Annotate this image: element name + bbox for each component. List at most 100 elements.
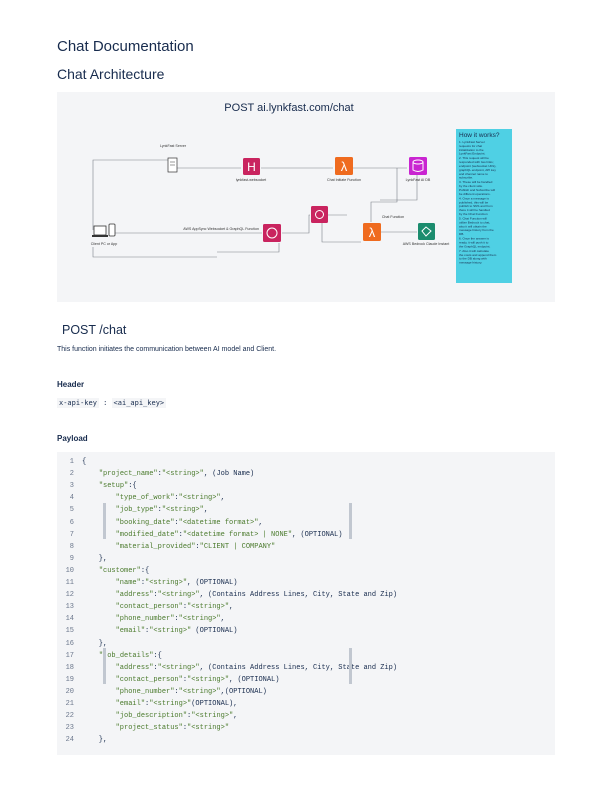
- how-step-line: responded with two links;: [459, 160, 494, 164]
- how-step-line: endpoint (websocket URL),: [459, 164, 496, 168]
- how-step-line: publish to SNS and from: [459, 204, 493, 208]
- how-step-line: requests for chat: [459, 144, 482, 148]
- code-line: 2 "project_name":"<string>", (Job Name): [57, 468, 555, 480]
- line-number: 18: [65, 663, 74, 672]
- line-number: 5: [69, 506, 74, 515]
- code-line: 5 "job_type":"<string>",: [57, 504, 555, 516]
- code-line: 14 "phone_number":"<string>",: [57, 613, 555, 625]
- code-line: 3 "setup":{: [57, 480, 555, 492]
- line-number: 11: [65, 579, 74, 587]
- code-text: "address":"<string>", (Contains Address …: [115, 591, 398, 600]
- code-line: 10 "customer":{: [57, 565, 555, 577]
- code-line: 18 "address":"<string>", (Contains Addre…: [57, 662, 555, 674]
- header-spec: x-api-key : <ai_api_key>: [57, 398, 167, 408]
- how-step-line: be different operations.: [459, 192, 491, 196]
- how-step-line: 5. Chat Function will: [459, 217, 487, 221]
- chatfn-label: Chat Function: [382, 215, 404, 219]
- code-text: "project_name":"<string>", (Job Name): [98, 470, 255, 479]
- payload-section-title: Payload: [57, 434, 88, 443]
- code-line: 13 "contact_person":"<string>",: [57, 601, 555, 613]
- how-step-line: subscribe.: [459, 176, 473, 180]
- client-label: Client PC or App: [91, 242, 118, 246]
- how-step-line: to the DB along with: [459, 257, 487, 261]
- code-text: },: [82, 554, 108, 563]
- line-number: 21: [65, 700, 74, 708]
- line-number: 4: [69, 494, 74, 503]
- line-number: 15: [65, 627, 74, 636]
- code-line: 6 "booking_date":"<datetime format>",: [57, 517, 555, 529]
- server-label: LynkFast Server: [160, 144, 187, 148]
- lambda-initiate-icon: λ: [335, 157, 353, 175]
- how-step-line: initialization to the: [459, 148, 484, 152]
- code-text: "email":"<string>" (OPTIONAL): [115, 627, 238, 636]
- how-step-line: message history from the: [459, 228, 494, 232]
- how-step-line: by the Chat Function: [459, 212, 488, 216]
- code-text: "material_provided":"CLIENT | COMPANY": [115, 542, 276, 551]
- how-step-line: by the client side.: [459, 184, 483, 188]
- code-text: },: [82, 736, 108, 745]
- code-line: 21 "email":"<string>"(OPTIONAL),: [57, 698, 555, 710]
- code-text: "customer":{: [98, 566, 150, 575]
- how-step-line: and channel name to: [459, 172, 488, 176]
- code-text: "job_description":"<string>",: [115, 712, 238, 721]
- line-number: 22: [65, 712, 74, 721]
- code-text: "job_details":{: [98, 651, 162, 660]
- header-separator: :: [98, 400, 112, 408]
- code-line: 23 "project_status":"<string>": [57, 722, 555, 734]
- code-text: "modified_date":"<datetime format> | NON…: [115, 530, 343, 539]
- endpoint-description: This function initiates the communicatio…: [57, 346, 277, 353]
- indent-guide: [349, 503, 352, 539]
- architecture-diagram: POST ai.lynkfast.com/chat LynkFast Serve…: [57, 92, 555, 302]
- line-number: 19: [65, 675, 74, 684]
- line-number: 16: [65, 639, 74, 648]
- api-gateway-icon: H: [243, 158, 260, 175]
- indent-guide: [349, 648, 352, 684]
- line-number: 8: [69, 542, 74, 551]
- page-title: Chat Documentation: [57, 38, 194, 55]
- how-step-line: graphQL endpoint, API key: [459, 168, 496, 172]
- code-text: "setup":{: [98, 482, 137, 491]
- how-it-works-panel: [456, 129, 512, 283]
- endpoint-title: POST /chat: [62, 323, 127, 337]
- indent-guide: [103, 648, 106, 684]
- section-title: Chat Architecture: [57, 66, 165, 82]
- code-line: 8 "material_provided":"CLIENT | COMPANY": [57, 541, 555, 553]
- line-number: 23: [65, 724, 74, 733]
- code-line: 24 },: [57, 734, 555, 746]
- svg-text:λ: λ: [369, 225, 376, 240]
- code-text: },: [82, 639, 108, 648]
- appsync-label: AWS AppSync Websocket & GraphQL Function: [183, 227, 259, 231]
- code-text: "address":"<string>", (Contains Address …: [115, 663, 398, 672]
- bedrock-label: AWS Bedrock Claude Instant: [403, 242, 449, 246]
- header-key: x-api-key: [57, 398, 99, 408]
- svg-text:H: H: [247, 160, 256, 174]
- how-step-line: utilize Bedrock to chat,: [459, 220, 490, 224]
- code-text: "contact_person":"<string>", (OPTIONAL): [115, 675, 280, 684]
- architecture-diagram-svg: POST ai.lynkfast.com/chat LynkFast Serve…: [91, 102, 512, 283]
- code-line: 16 },: [57, 638, 555, 650]
- code-text: "name":"<string>", (OPTIONAL): [115, 579, 238, 587]
- header-section-title: Header: [57, 380, 85, 389]
- code-line: 20 "phone_number":"<string>",(OPTIONAL): [57, 686, 555, 698]
- line-number: 12: [65, 591, 74, 600]
- svg-text:λ: λ: [341, 159, 348, 174]
- appsync-icon: [263, 224, 281, 242]
- line-number: 3: [69, 482, 74, 491]
- code-line: 15 "email":"<string>" (OPTIONAL): [57, 625, 555, 637]
- code-text: "booking_date":"<datetime format>",: [115, 518, 263, 527]
- header-value: <ai_api_key>: [111, 398, 167, 408]
- line-number: 10: [65, 566, 74, 575]
- code-line: 11 "name":"<string>", (OPTIONAL): [57, 577, 555, 589]
- how-step-line: the costs and append them: [459, 253, 497, 257]
- diagram-title: POST ai.lynkfast.com/chat: [224, 102, 353, 114]
- how-step-line: also it will obtain the: [459, 224, 487, 228]
- how-step-line: 4. Once a message is: [459, 196, 489, 200]
- how-step-line: 2. This request will be: [459, 156, 489, 160]
- how-step-line: message history.: [459, 261, 482, 265]
- indent-guide: [103, 503, 106, 539]
- how-step-line: ready, it will push it to: [459, 241, 489, 245]
- code-text: {: [82, 458, 87, 466]
- how-step-line: 6. Once the answer is: [459, 237, 489, 241]
- how-step-line: 1. LynkFast Server: [459, 140, 485, 144]
